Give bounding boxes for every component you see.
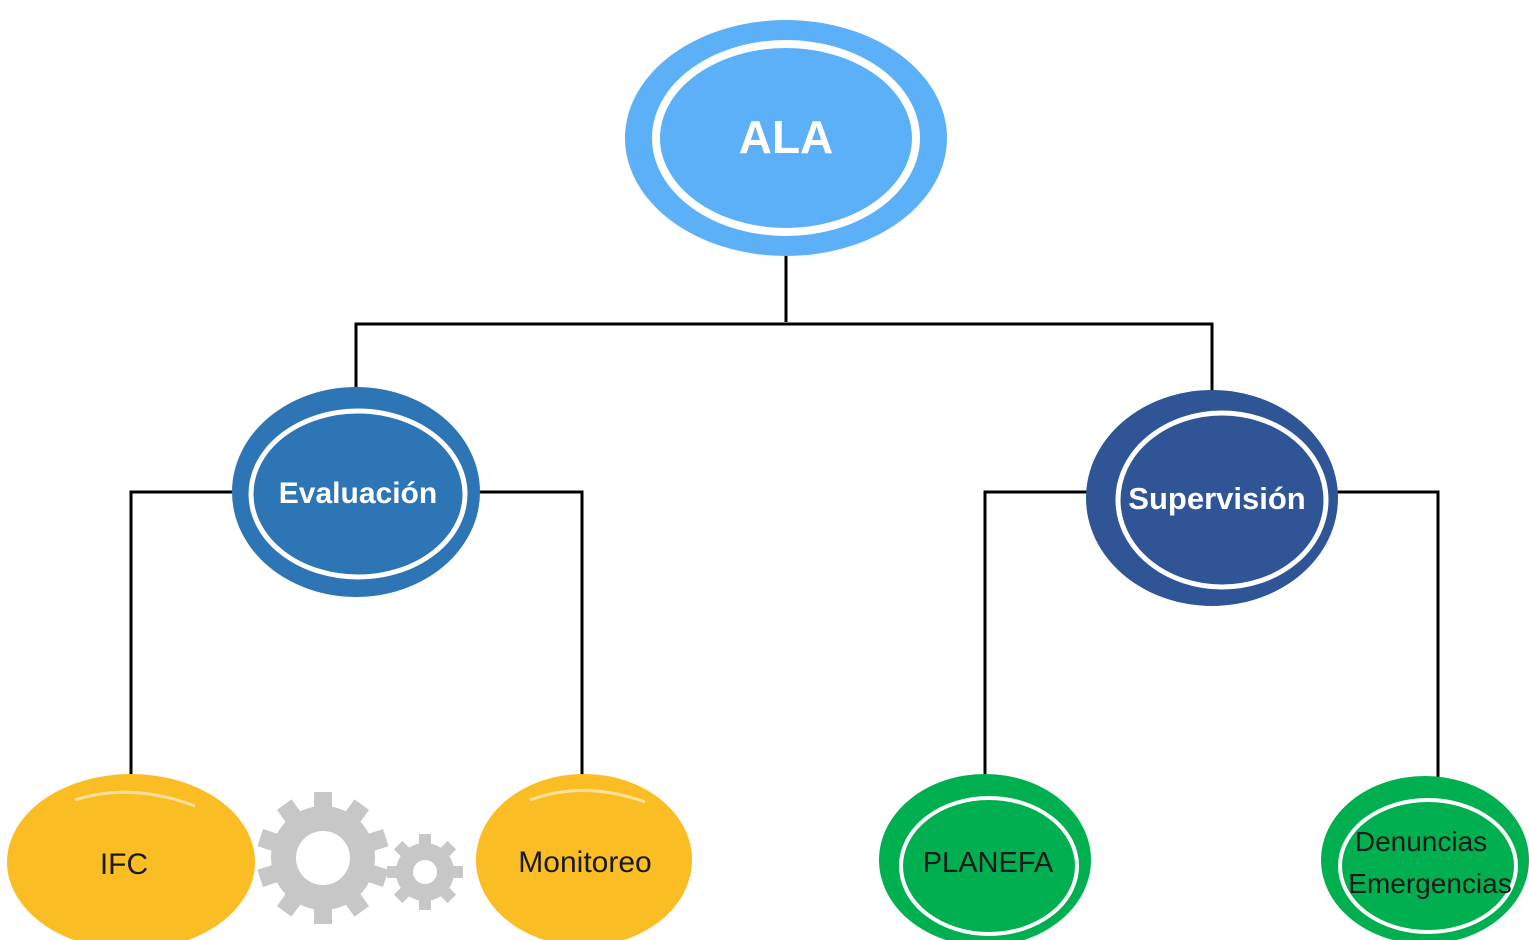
node-monitoreo: Monitoreo	[476, 774, 692, 940]
connector-evaluacion-monitoreo	[476, 490, 584, 778]
connector-evaluacion-ifc	[129, 490, 236, 778]
node-denuncias: Denuncias Emergencias	[1321, 776, 1529, 940]
node-ifc-highlight	[74, 790, 196, 808]
node-monitoreo-highlight	[529, 788, 646, 804]
small-gear-icon	[387, 834, 463, 910]
connector-supervision-denuncias	[1335, 490, 1440, 778]
node-supervision-ring	[1115, 410, 1329, 590]
node-monitoreo-outer	[476, 774, 692, 940]
node-denuncias-label-line1: Denuncias	[1355, 826, 1487, 857]
connector-supervision-planefa	[983, 490, 1090, 778]
node-denuncias-label-line2: Emergencias	[1348, 868, 1511, 899]
node-evaluacion-ring	[248, 408, 468, 580]
node-planefa-ring	[899, 796, 1079, 936]
node-supervision-label: Supervisión	[1128, 481, 1305, 516]
node-planefa-label: PLANEFA	[923, 847, 1054, 879]
node-root: ALA	[625, 20, 947, 256]
connectors	[129, 250, 1440, 778]
node-root-ring	[652, 40, 920, 236]
connector-branch-bar	[354, 322, 1214, 396]
node-root-outer	[625, 20, 947, 256]
node-denuncias-outer	[1321, 776, 1529, 940]
node-evaluacion: Evaluación	[232, 387, 480, 597]
node-planefa: PLANEFA	[879, 774, 1091, 940]
node-supervision: Supervisión	[1086, 390, 1338, 606]
node-denuncias-ring	[1338, 798, 1518, 934]
node-evaluacion-label: Evaluación	[279, 477, 437, 510]
large-gear-icon	[257, 792, 389, 924]
node-root-label: ALA	[739, 111, 834, 163]
node-ifc-label: IFC	[100, 848, 148, 881]
node-monitoreo-label: Monitoreo	[518, 846, 651, 879]
node-ifc: IFC	[7, 774, 255, 940]
node-evaluacion-outer	[232, 387, 480, 597]
node-ifc-outer	[7, 774, 255, 940]
gears-icon	[257, 792, 463, 924]
node-supervision-outer	[1086, 390, 1338, 606]
